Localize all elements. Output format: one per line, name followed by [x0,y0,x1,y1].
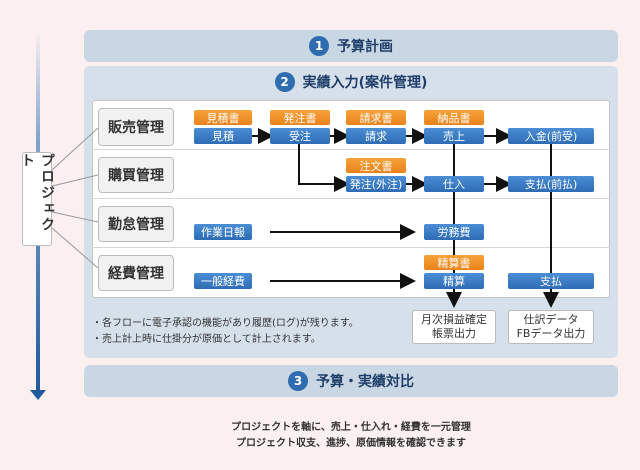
step-estimate: 見積 [194,128,252,144]
step-number-1: 1 [309,36,329,56]
doc-delivery: 納品書 [424,110,484,125]
step-billing: 請求 [346,128,406,144]
band-budget-plan: 1 予算計画 [84,30,618,62]
band-title-budget-vs-actual: 予算・実績対比 [316,374,414,390]
footer-line-1: プロジェクトを軸に、売上・仕入れ・経費を一元管理 [231,422,471,433]
step-stock-in: 仕入 [424,176,484,192]
output-monthly-line-2: 帳票出力 [432,327,476,340]
step-settlement: 精算 [424,273,484,289]
step-deposit: 入金(前受) [508,128,594,144]
row-label-expense: 経費管理 [98,255,174,291]
output-journal-data: 仕訳データ FBデータ出力 [508,310,594,344]
note-line-2: ・売上計上時に仕掛分が原価として計上されます。 [92,334,321,345]
footer-line-2: プロジェクト収支、進捗、原価情報を確認できます [236,438,466,449]
connector-line [51,211,99,223]
step-payment: 支払 [508,273,594,289]
doc-settlement: 精算書 [424,255,484,270]
band-title-actual-input: 実績入力(案件管理) [302,75,428,91]
doc-purchase-order: 注文書 [346,158,406,173]
step-sales: 売上 [424,128,484,144]
step-labor-cost: 労務費 [424,224,484,240]
step-number-2: 2 [274,72,295,92]
step-number-3: 3 [288,371,308,391]
doc-estimate: 見積書 [194,110,252,125]
note-line-1: ・各フローに電子承認の機能があり履歴(ログ)が残ります。 [92,318,359,329]
timeline-arrow-icon [30,390,46,400]
step-purchase-order: 発注(外注) [346,176,406,192]
output-monthly-line-1: 月次損益確定 [421,313,487,326]
band-actual-input: 2 実績入力(案件管理) [84,70,618,94]
doc-invoice: 請求書 [346,110,406,125]
row-label-attendance: 勤怠管理 [98,206,174,242]
doc-order-confirm: 発注書 [270,110,330,125]
output-journal-line-1: 仕訳データ [523,313,579,326]
row-label-purchase: 購買管理 [98,157,174,193]
connector-line [51,174,99,187]
row-divider [92,198,610,199]
step-daily-report: 作業日報 [194,224,252,240]
connector-line [51,227,99,269]
band-title-budget-plan: 予算計画 [337,39,393,55]
step-payment-advance: 支払(前払) [508,176,594,192]
step-general-expense: 一般経費 [194,273,252,289]
row-divider [92,149,610,150]
output-monthly-report: 月次損益確定 帳票出力 [412,310,496,344]
output-journal-line-2: FBデータ出力 [516,327,586,340]
project-label: プロジェクト [19,152,55,246]
row-label-sales: 販売管理 [98,108,174,146]
band-budget-vs-actual: 3 予算・実績対比 [84,365,618,397]
row-divider [92,247,610,248]
arrow-order-to-purchase-order [298,144,350,192]
step-order-received: 受注 [270,128,330,144]
connector-line [51,127,99,171]
